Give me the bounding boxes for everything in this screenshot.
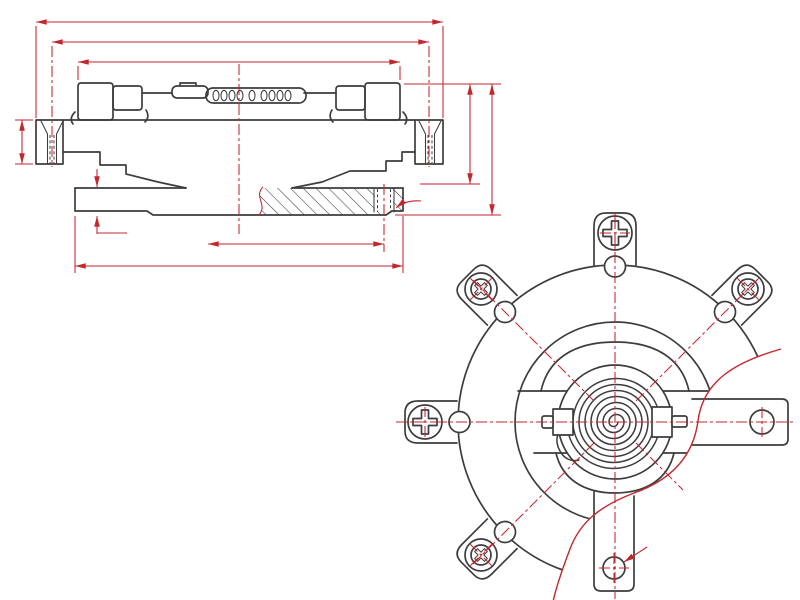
- spring-tab-bump: [179, 82, 197, 87]
- flange-outline: [74, 187, 404, 216]
- body-profile-right: [291, 151, 416, 189]
- coil-loop: [284, 89, 292, 102]
- ear-hole-right: [418, 120, 442, 164]
- callout-m8: [623, 546, 648, 563]
- ear-left: [35, 119, 64, 165]
- coil-loop: [276, 89, 284, 102]
- coil-loop: [220, 89, 228, 102]
- housing-step-right: [335, 85, 366, 111]
- coil-housing: [205, 87, 307, 104]
- dimension-mount-hole-circle: [51, 39, 430, 167]
- m6-threaded-hole: [373, 187, 395, 213]
- section-hatch: [258, 188, 403, 215]
- housing-step-left: [112, 85, 143, 111]
- coil-loop: [236, 89, 244, 102]
- front-view: [396, 212, 796, 600]
- coil-loop: [260, 89, 268, 102]
- bimetal-coil-loops: [212, 89, 292, 102]
- clutch-section-outline: [35, 82, 444, 216]
- coil-loop: [228, 89, 236, 102]
- dimension-ear-height: [15, 119, 33, 165]
- dimension-total-height: [395, 84, 501, 216]
- dimension-body-diameter: [77, 59, 401, 80]
- housing-hook: [70, 111, 76, 125]
- housing-hook: [144, 109, 149, 123]
- dimension-bolt-circle: [208, 184, 385, 252]
- body-profile-left: [62, 151, 187, 189]
- spring-tab: [171, 85, 209, 99]
- coil-loop: [212, 89, 220, 102]
- callout-m6: [395, 199, 422, 209]
- dimension-body-height: [404, 83, 501, 185]
- dimension-flange-diameter: [74, 216, 404, 273]
- ear-hole-left: [40, 120, 64, 164]
- right-arm: [691, 398, 789, 446]
- ear-right: [414, 119, 444, 165]
- break-away-line: [552, 348, 782, 600]
- housing-block-right: [364, 82, 401, 121]
- dimension-outer-diameter: [35, 19, 444, 118]
- mount-tab-top-left: [456, 264, 518, 326]
- mount-tab-bottom-left: [456, 518, 518, 580]
- flange-break-line: [257, 186, 264, 217]
- coil-loop: [268, 89, 276, 102]
- bottom-arm: [593, 491, 635, 592]
- housing-hook: [329, 109, 334, 123]
- front-view-centerlines: [396, 212, 796, 599]
- coil-loop: [248, 89, 256, 102]
- housing-hook: [402, 111, 408, 125]
- dimension-flange-offset: [94, 169, 127, 234]
- housing-block-left: [77, 82, 114, 121]
- side-view: [15, 19, 501, 273]
